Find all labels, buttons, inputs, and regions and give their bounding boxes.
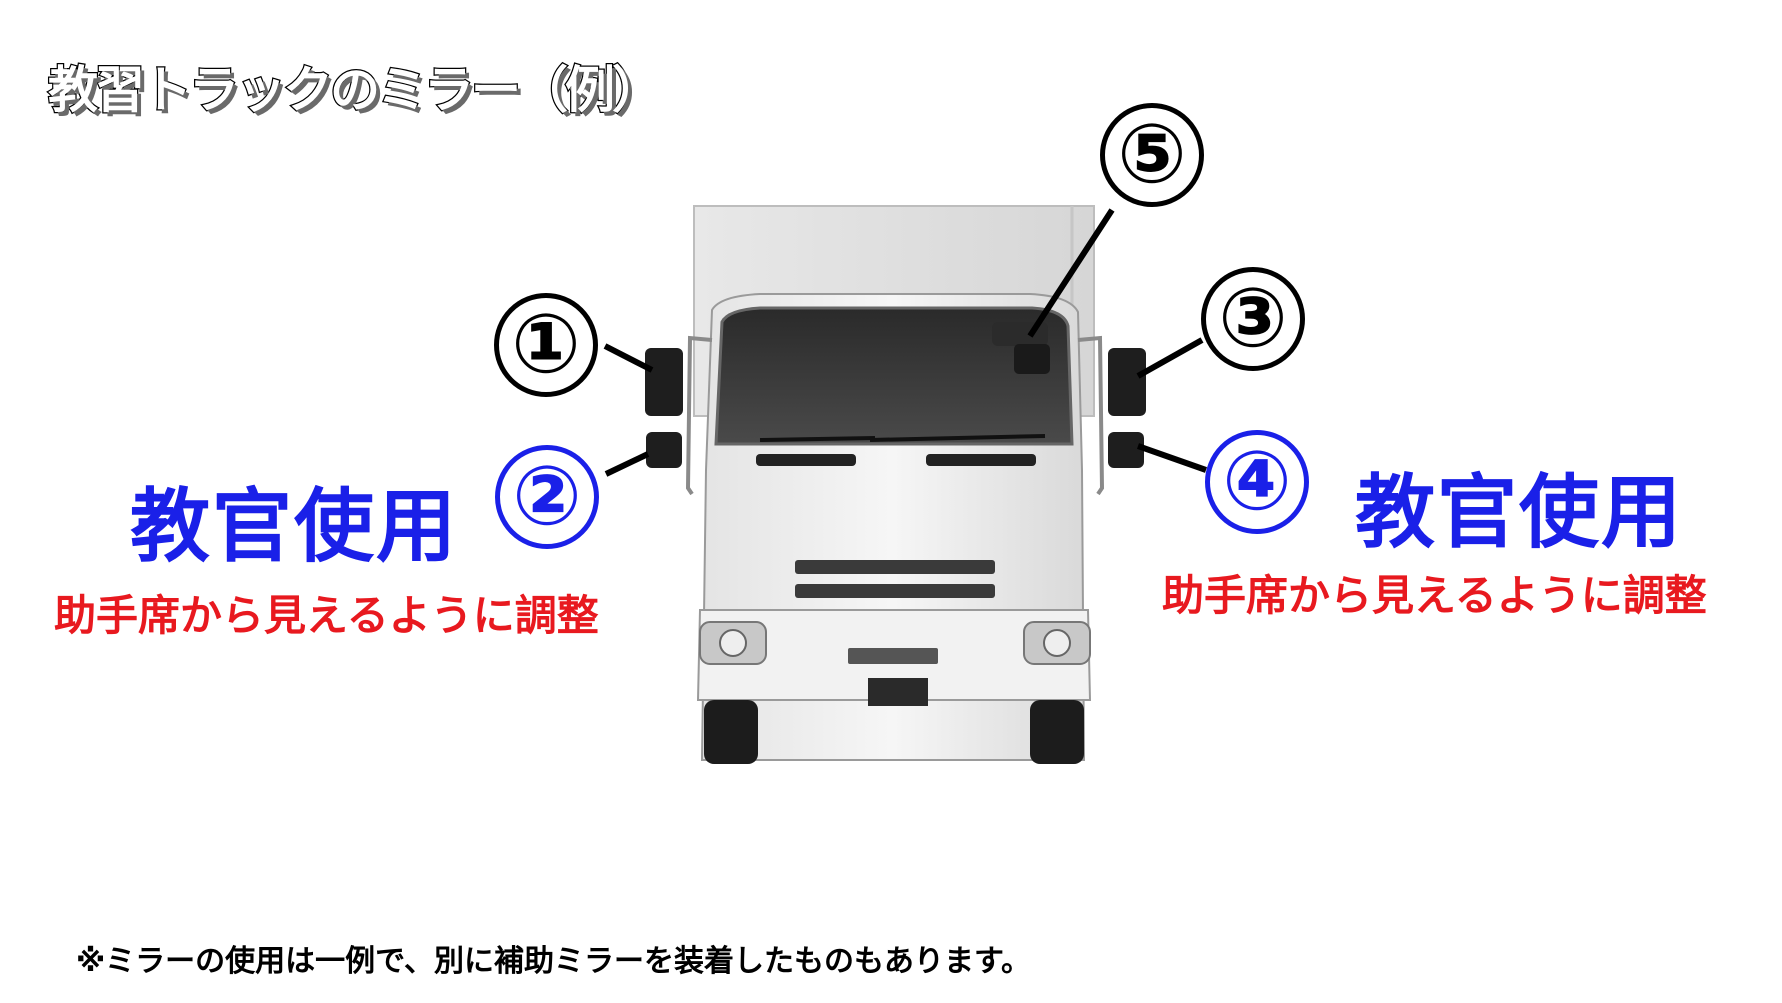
page-title: 教習トラックのミラー（例） — [47, 60, 664, 121]
mirror-4-marker: ④ — [1205, 430, 1309, 534]
mirror-4-role: 教官使用 — [1355, 466, 1683, 559]
mirror-3-marker: ③ — [1201, 267, 1305, 371]
mirror-2-adjust-note: 助手席から見えるように調整 — [54, 591, 599, 640]
mirror-5-marker: ⑤ — [1100, 103, 1204, 207]
footnote: ※ミラーの使用は一例で、別に補助ミラーを装着したものもあります。 — [76, 944, 1031, 979]
mirror-2-role: 教官使用 — [130, 480, 458, 573]
mirror-4-adjust-note: 助手席から見えるように調整 — [1162, 571, 1707, 620]
mirror-1-marker: ① — [494, 293, 598, 397]
mirror-2-marker: ② — [495, 445, 599, 549]
